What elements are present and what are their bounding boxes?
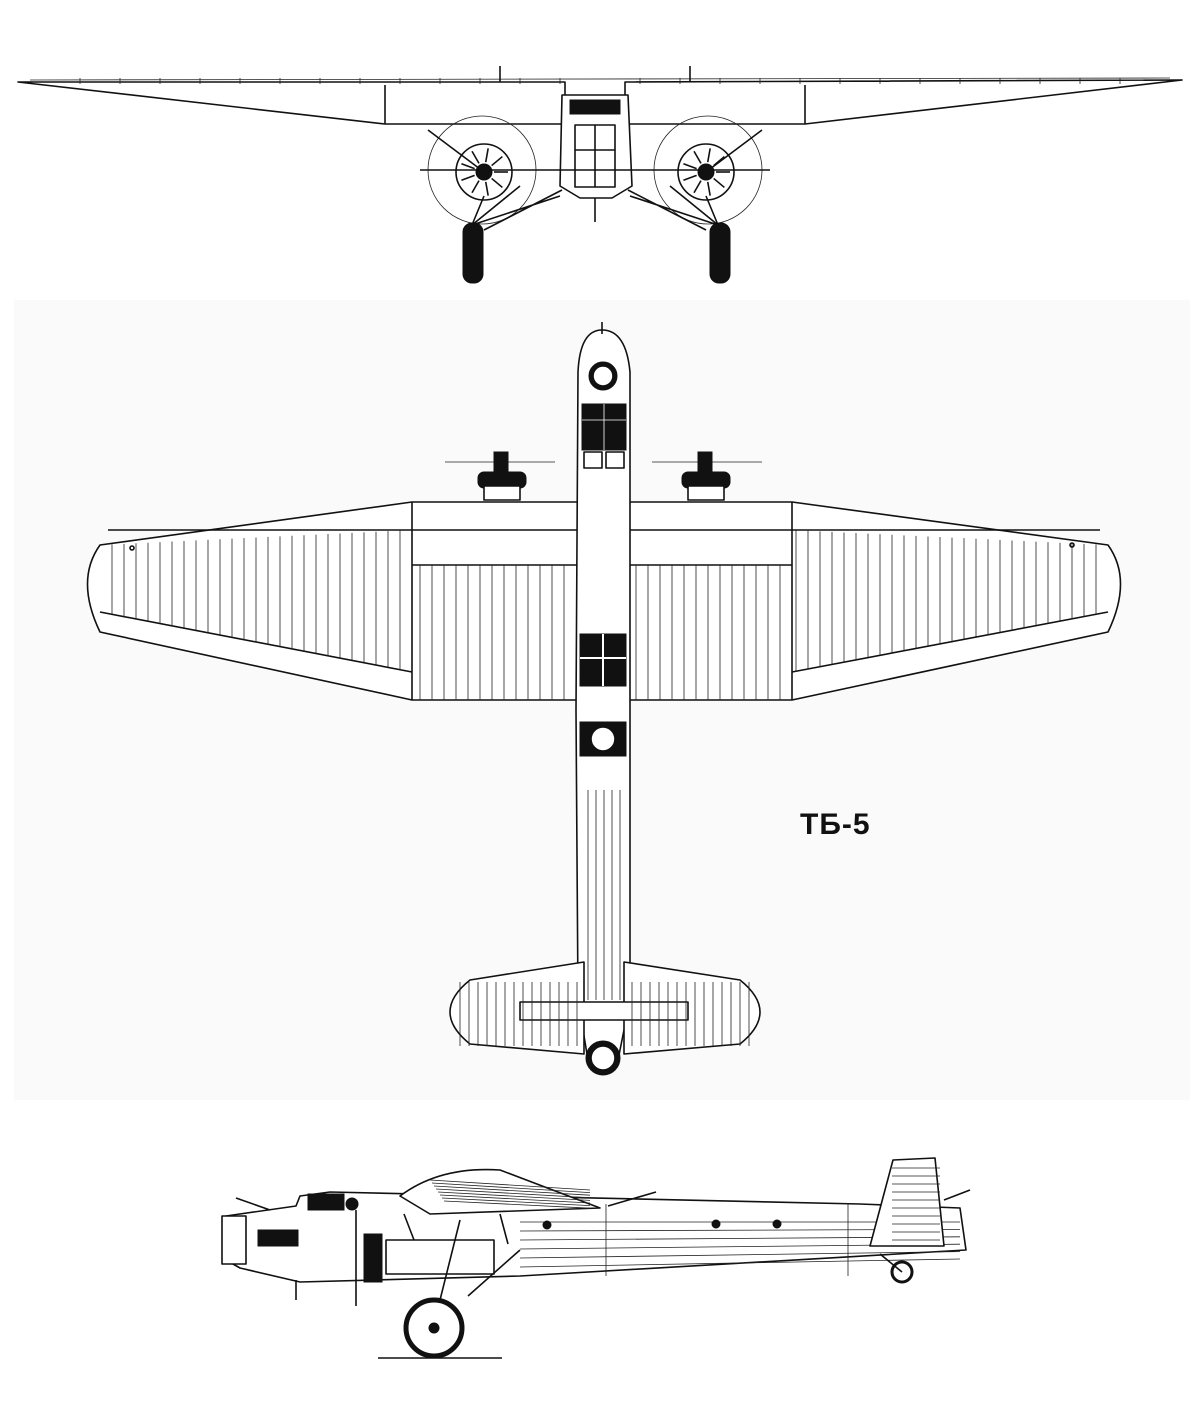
side-view [221, 1157, 971, 1359]
aircraft-designation-label: ТБ-5 [800, 808, 871, 841]
front-view [17, 66, 1183, 284]
top-view [86, 322, 1122, 1076]
